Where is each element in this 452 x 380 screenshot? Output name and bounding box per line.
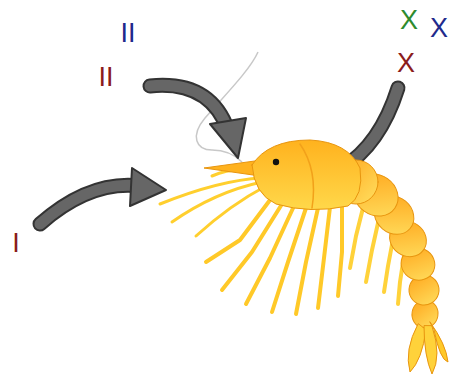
shrimp (160, 140, 448, 374)
callout-numeral: I (12, 230, 20, 257)
process-arrows (40, 85, 398, 224)
callout-numeral: X (400, 7, 418, 34)
callout-numeral: X (430, 15, 448, 42)
callout-numeral: X (397, 50, 415, 77)
callout-numeral: II (120, 20, 135, 47)
callout-numeral: II (98, 64, 113, 91)
